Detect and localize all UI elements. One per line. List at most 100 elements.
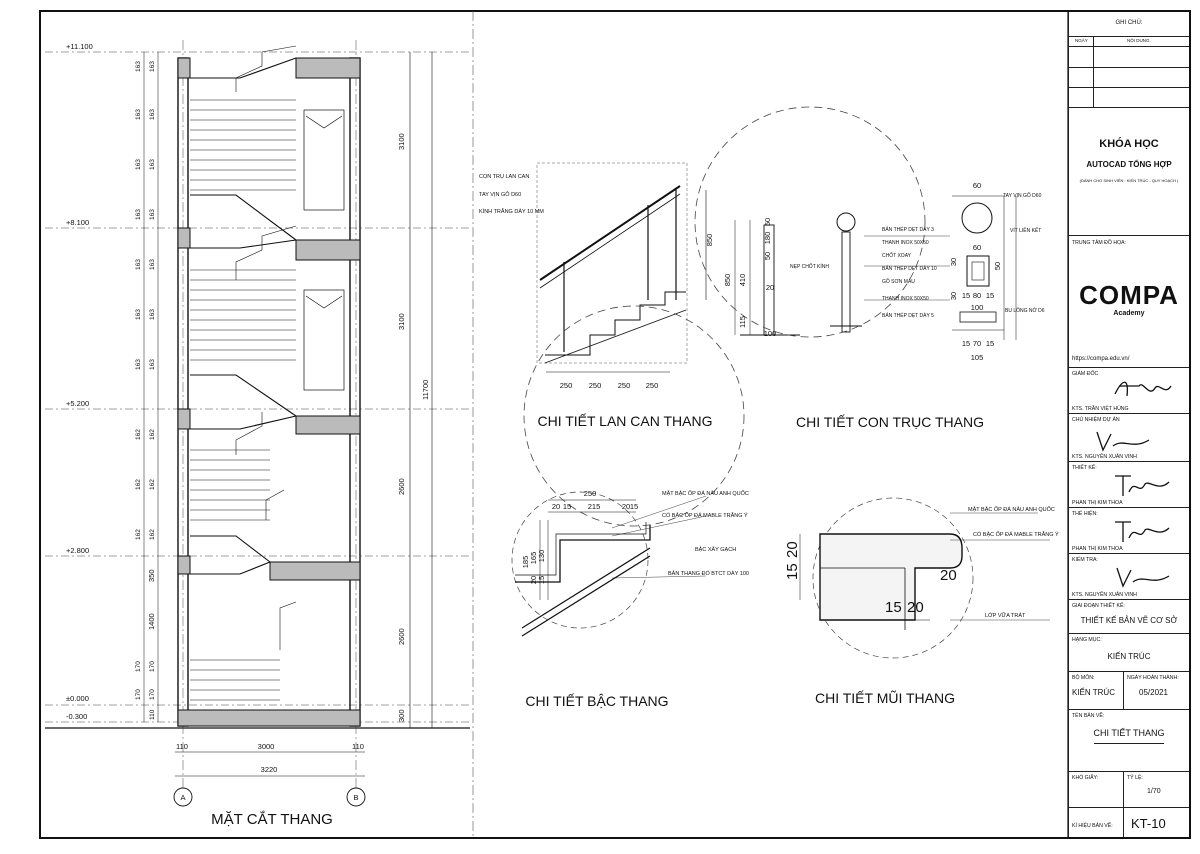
riser-163: 163 bbox=[135, 109, 142, 120]
post-detail bbox=[734, 195, 1017, 340]
riser-162: 162 bbox=[135, 429, 142, 440]
design-section: THIẾT KẾ: PHAN THỊ KIM THOA bbox=[1069, 462, 1189, 508]
nosing-label-0: MẶT BẬC ỐP ĐÁ NÂU ANH QUỐC bbox=[968, 506, 1055, 513]
dim-110-bottom: 110 bbox=[149, 709, 156, 720]
riser-163: 163 bbox=[135, 209, 142, 220]
level-0: ±0.000 bbox=[66, 694, 89, 703]
post-label-5: THANH INOX 50X50 bbox=[882, 296, 929, 302]
post-rdim-7: 15 bbox=[986, 291, 994, 300]
pm-name: KTS. NGUYỄN XUÂN VINH bbox=[1072, 454, 1137, 460]
nosing-detail bbox=[799, 497, 1050, 659]
post-rdim-1: 60 bbox=[973, 243, 981, 252]
item-label: HẠNG MỤC: bbox=[1072, 637, 1102, 643]
course-section: KHÓA HỌC AUTOCAD TỔNG HỢP (DÀNH CHO SINH… bbox=[1069, 108, 1189, 236]
done-value: 05/2021 bbox=[1139, 688, 1168, 697]
riser-163: 163 bbox=[149, 159, 156, 170]
riser-labels: 163 163 163 163 163 163 163 163 163 163 … bbox=[135, 61, 156, 720]
post-dim-5: 115 bbox=[738, 316, 747, 328]
post-rdim-3: 30 bbox=[949, 258, 958, 266]
step-labels: MẶT BẬC ỐP ĐÁ NÂU ANH QUỐC CỔ BẬC ỐP ĐÁ … bbox=[662, 490, 749, 577]
compa-logo: COMPA bbox=[1079, 280, 1179, 310]
railing-label-2: KÍNH TRẮNG DÀY 10 MM bbox=[479, 207, 544, 215]
riser-163: 163 bbox=[135, 359, 142, 370]
post-callout-circle bbox=[694, 106, 926, 338]
nosing-dim-2: 20 bbox=[940, 567, 957, 584]
riser-170: 170 bbox=[149, 689, 156, 700]
notes-title: GHI CHÚ: bbox=[1115, 20, 1143, 26]
riser-162: 162 bbox=[149, 529, 156, 540]
riser-162: 162 bbox=[149, 429, 156, 440]
scale-label: TỶ LỆ: bbox=[1127, 775, 1143, 781]
post-rdim-8: 100 bbox=[971, 303, 984, 312]
step-dim-5: 15 bbox=[630, 502, 638, 511]
col-date: NGÀY bbox=[1075, 38, 1088, 43]
post-rdim-12: 15 bbox=[986, 339, 994, 348]
riser-170: 170 bbox=[149, 661, 156, 672]
draw-label: THỂ HIỆN: bbox=[1072, 511, 1098, 517]
paper-label: KHỔ GIẤY: bbox=[1072, 775, 1099, 781]
nosing-dim-4: 20 bbox=[907, 599, 924, 616]
dept-section: BỘ MÔN: KIẾN TRÚC NGÀY HOÀN THÀNH: 05/20… bbox=[1069, 672, 1189, 710]
logo-section: TRUNG TÂM ĐỒ HỌA: COMPA Academy https://… bbox=[1069, 236, 1189, 368]
riser-163: 163 bbox=[135, 259, 142, 270]
post-dim-1: 180 bbox=[763, 232, 772, 245]
railing-title: CHI TIẾT LAN CAN THANG bbox=[537, 413, 712, 429]
level-5200: +5.200 bbox=[66, 399, 89, 408]
check-signature bbox=[1116, 567, 1170, 588]
grid-a-label: A bbox=[180, 793, 185, 802]
post-dim-6: 20 bbox=[766, 283, 774, 292]
dept-value: KIẾN TRÚC bbox=[1072, 688, 1115, 697]
post-dim-3: 410 bbox=[738, 274, 747, 287]
post-rdim-6: 80 bbox=[973, 291, 981, 300]
dim-3220: 3220 bbox=[261, 765, 278, 774]
post-labels: BẢN THÉP DẸT DÀY 3 THANH INOX 50X50 CHỐT… bbox=[790, 192, 1045, 319]
website[interactable]: https://compa.edu.vn/ bbox=[1072, 356, 1130, 362]
grid-bubble-b bbox=[346, 787, 366, 807]
director-label: GIÁM ĐỐC bbox=[1072, 371, 1099, 377]
railing-dim-3: 250 bbox=[646, 381, 659, 390]
stair-section bbox=[45, 40, 470, 807]
railing-label-1: TAY VỊN GỖ D60 bbox=[479, 191, 521, 198]
dim-11700: 11700 bbox=[421, 380, 430, 400]
step-detail bbox=[511, 491, 707, 637]
grid-bubble-a bbox=[173, 787, 193, 807]
riser-163: 163 bbox=[135, 61, 142, 72]
dim-1400: 1400 bbox=[147, 613, 156, 630]
post-rdim-11: 70 bbox=[973, 339, 981, 348]
dept-label: BỘ MÔN: bbox=[1072, 675, 1095, 681]
section-title: MẶT CẮT THANG bbox=[211, 810, 333, 828]
railing-dim-0: 250 bbox=[560, 381, 573, 390]
post-rdim-0: 60 bbox=[973, 181, 981, 190]
post-right-label-2: BU LÔNG NỞ D6 bbox=[1005, 307, 1045, 314]
riser-170: 170 bbox=[135, 661, 142, 672]
post-rdim-5: 15 bbox=[962, 291, 970, 300]
stage-value: THIẾT KẾ BẢN VẼ CƠ SỞ bbox=[1080, 616, 1178, 625]
course-title-1: KHÓA HỌC bbox=[1099, 138, 1159, 150]
paper-section: KHỔ GIẤY: TỶ LỆ: 1/70 bbox=[1069, 772, 1189, 837]
grid-b-label: B bbox=[353, 793, 358, 802]
post-dim-0: 50 bbox=[763, 218, 772, 226]
step-title: CHI TIẾT BẬC THANG bbox=[525, 693, 668, 709]
nosing-dim-3: 15 bbox=[885, 599, 902, 616]
check-name: KTS. NGUYỄN XUÂN VINH bbox=[1072, 592, 1137, 598]
step-dim-4: 20 bbox=[622, 502, 630, 511]
draw-section: THỂ HIỆN: PHAN THỊ KIM THOA bbox=[1069, 508, 1189, 554]
riser-163: 163 bbox=[149, 109, 156, 120]
dim-300: 300 bbox=[397, 709, 406, 722]
riser-163: 163 bbox=[149, 209, 156, 220]
check-section: KIỂM TRA: KTS. NGUYỄN XUÂN VINH bbox=[1069, 554, 1189, 600]
railing-dim-1: 250 bbox=[589, 381, 602, 390]
draw-name: PHAN THỊ KIM THOA bbox=[1072, 546, 1123, 552]
stage-section: GIAI ĐOẠN THIẾT KẾ: THIẾT KẾ BẢN VẼ CƠ S… bbox=[1069, 600, 1189, 634]
level-8100: +8.100 bbox=[66, 218, 89, 227]
railing-label-0: CỌN TRỤ LAN CAN bbox=[479, 174, 529, 180]
post-rdim-9: 105 bbox=[971, 353, 984, 362]
post-title: CHI TIẾT CON TRỤC THANG bbox=[796, 414, 984, 430]
step-dim-2: 15 bbox=[563, 502, 571, 511]
pm-signature bbox=[1096, 431, 1150, 452]
dim-110-left: 110 bbox=[176, 742, 188, 751]
item-value: KIẾN TRÚC bbox=[1107, 652, 1151, 661]
pm-section: CHỦ NHIỆM DỰ ÁN KTS. NGUYỄN XUÂN VINH bbox=[1069, 414, 1189, 462]
level-marks: +11.100 +8.100 +5.200 +2.800 ±0.000 -0.3… bbox=[66, 42, 93, 721]
